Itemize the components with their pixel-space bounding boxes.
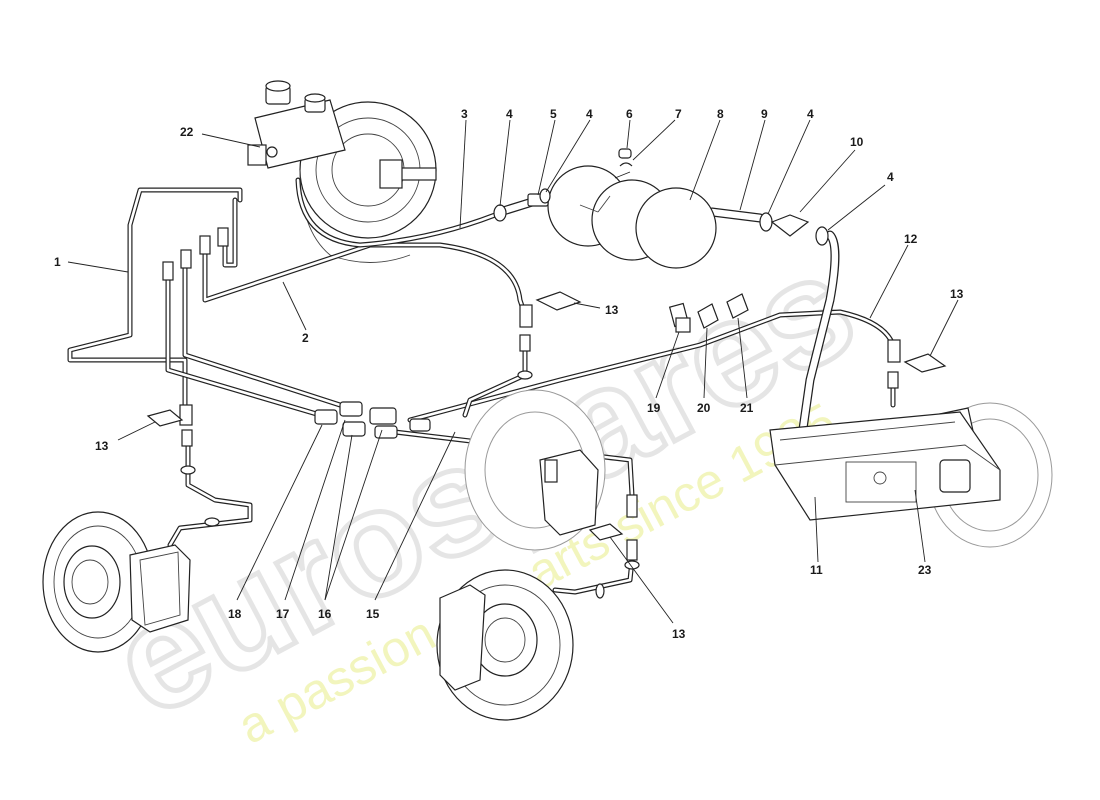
brake-pipe-front-left <box>167 437 253 548</box>
callout-labels: 1 2 3 4 5 4 6 7 8 9 4 10 4 12 13 13 13 1… <box>54 107 964 641</box>
callout-6: 6 <box>626 107 633 121</box>
callout-1: 1 <box>54 255 61 269</box>
callout-21: 21 <box>740 401 754 415</box>
callout-13-a: 13 <box>950 287 964 301</box>
sensor-19 <box>668 302 691 333</box>
callout-3: 3 <box>461 107 468 121</box>
leader-lines <box>67 119 959 624</box>
callout-2: 2 <box>302 331 309 345</box>
fittings <box>162 148 901 599</box>
callout-4-d: 4 <box>887 170 894 184</box>
callout-10: 10 <box>850 135 864 149</box>
callout-22: 22 <box>180 125 194 139</box>
brake-pipe-3 <box>295 177 498 248</box>
callout-4-b: 4 <box>586 107 593 121</box>
brake-disc-rear <box>436 569 574 721</box>
brake-disc-front-left <box>42 511 191 653</box>
brake-pipe-12 <box>407 309 896 423</box>
vacuum-hose-9 <box>707 207 765 223</box>
bracket-13 <box>146 291 947 541</box>
master-cylinder-booster <box>247 80 437 263</box>
callout-9: 9 <box>761 107 768 121</box>
vacuum-reservoir-8 <box>547 165 717 269</box>
callout-12: 12 <box>904 232 918 246</box>
callout-8: 8 <box>717 107 724 121</box>
brake-pipe-rear-left <box>165 262 343 418</box>
callout-4-a: 4 <box>506 107 513 121</box>
callout-16: 16 <box>318 607 332 621</box>
callout-13-b: 13 <box>605 303 619 317</box>
callout-5: 5 <box>550 107 557 121</box>
callout-23: 23 <box>918 563 932 577</box>
callout-7: 7 <box>675 107 682 121</box>
callout-11: 11 <box>810 563 823 577</box>
brake-disc-center <box>464 389 606 551</box>
callout-13-c: 13 <box>95 439 109 453</box>
relay-20 <box>697 303 719 329</box>
crossmember-23 <box>769 411 1001 521</box>
callout-4-c: 4 <box>807 107 814 121</box>
callout-13-d: 13 <box>672 627 686 641</box>
callout-15: 15 <box>366 607 380 621</box>
callout-20: 20 <box>697 401 711 415</box>
callout-19: 19 <box>647 401 661 415</box>
callout-18: 18 <box>228 607 242 621</box>
brake-pipe-2 <box>202 242 528 318</box>
callout-17: 17 <box>276 607 290 621</box>
relay-21 <box>726 293 749 319</box>
brake-pipe-1 <box>67 187 243 413</box>
